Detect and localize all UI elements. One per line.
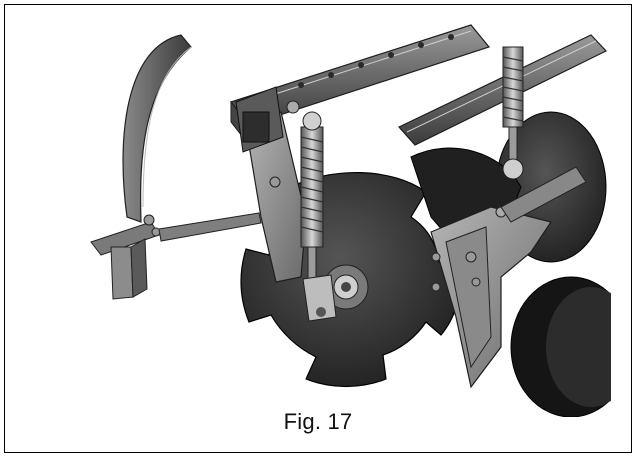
disc-harrow-assembly-illustration <box>90 24 611 417</box>
right-arm-plate <box>430 166 587 389</box>
side-shield <box>90 34 262 300</box>
left-arm-plate <box>235 86 307 283</box>
spring-left <box>300 111 337 322</box>
figure-frame: Fig. 17 <box>4 4 632 453</box>
figure-caption: Fig. 17 <box>283 409 353 434</box>
spring-right <box>502 46 524 180</box>
